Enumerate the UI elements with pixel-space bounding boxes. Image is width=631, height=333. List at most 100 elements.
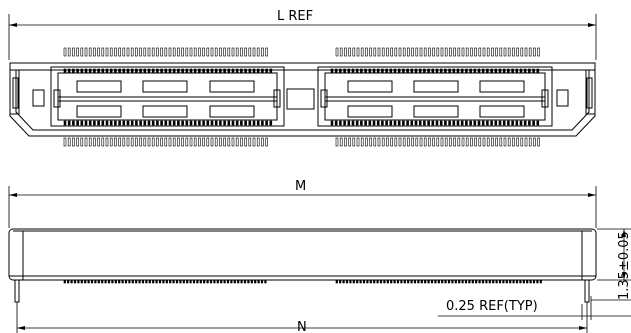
pin (192, 279, 196, 284)
pin (519, 120, 523, 126)
pin (418, 68, 422, 74)
pin (216, 279, 219, 284)
pin (93, 47, 96, 57)
pin (122, 120, 126, 126)
pin (63, 47, 67, 57)
pin (490, 68, 493, 74)
pin (414, 120, 418, 126)
pin (151, 68, 155, 74)
pin (210, 47, 214, 57)
pin (456, 68, 460, 74)
pin (135, 47, 138, 57)
pin (397, 68, 401, 74)
pin (348, 137, 351, 147)
pin (339, 47, 343, 57)
pin (536, 279, 539, 284)
pin (507, 47, 511, 57)
pin (507, 68, 510, 74)
pin (97, 47, 100, 57)
pin (227, 47, 231, 57)
pin (432, 137, 435, 147)
pin (390, 279, 393, 284)
pin (118, 47, 121, 57)
pin (385, 68, 388, 74)
pin (369, 47, 372, 57)
pin (465, 68, 468, 74)
pin (360, 137, 364, 147)
pin (252, 137, 256, 147)
pin (402, 137, 406, 147)
left-latch (9, 69, 20, 115)
pin (265, 120, 268, 126)
pin (486, 120, 489, 126)
pin (256, 47, 260, 57)
pin (477, 120, 481, 126)
pin (366, 279, 369, 284)
pin (260, 279, 264, 284)
pin (529, 279, 532, 284)
pin (126, 68, 130, 74)
pin (469, 68, 472, 74)
pin (539, 279, 542, 284)
pin (185, 47, 189, 57)
pin (109, 120, 113, 126)
pin (101, 120, 105, 126)
pin (502, 68, 506, 74)
dimension-l-ref: L REF (8, 9, 597, 60)
pin (199, 279, 202, 284)
pin (128, 279, 131, 284)
dimension-m: M (8, 179, 597, 228)
pin (410, 68, 414, 74)
pin (499, 47, 503, 57)
pin (223, 68, 226, 74)
pin (261, 47, 264, 57)
pin (512, 279, 515, 284)
pin (373, 279, 376, 284)
pin (461, 137, 465, 147)
pin (360, 120, 363, 126)
label-n: N (297, 320, 307, 333)
pin (339, 68, 342, 74)
pin (63, 120, 67, 126)
pin (406, 68, 409, 74)
pin (400, 279, 403, 284)
pin (97, 137, 100, 147)
pin (334, 120, 338, 126)
pin (503, 137, 507, 147)
pin (533, 137, 536, 147)
pin (468, 279, 471, 284)
pin (435, 120, 439, 126)
pin (105, 137, 109, 147)
pin (368, 120, 372, 126)
left-alignment-key (32, 89, 45, 107)
pin (148, 279, 151, 284)
pin (143, 137, 147, 147)
pin (352, 47, 356, 57)
pin (373, 47, 377, 57)
pin (389, 68, 393, 74)
pin (147, 47, 151, 57)
pin (440, 47, 444, 57)
pin (240, 137, 243, 147)
pin (397, 120, 401, 126)
pin (495, 47, 498, 57)
center-key (286, 88, 315, 110)
pin (155, 279, 158, 284)
pin (470, 47, 473, 57)
pin (156, 47, 159, 57)
pin (160, 120, 163, 126)
pin (210, 68, 214, 74)
pin (80, 137, 84, 147)
pin (474, 137, 477, 147)
pin (143, 68, 147, 74)
pin (533, 47, 536, 57)
pin (105, 47, 109, 57)
pin (172, 68, 176, 74)
pin (465, 137, 469, 147)
pin (63, 279, 66, 284)
pin (465, 47, 469, 57)
pin (93, 120, 96, 126)
pin (402, 47, 406, 57)
pin (168, 137, 172, 147)
pin (419, 47, 423, 57)
